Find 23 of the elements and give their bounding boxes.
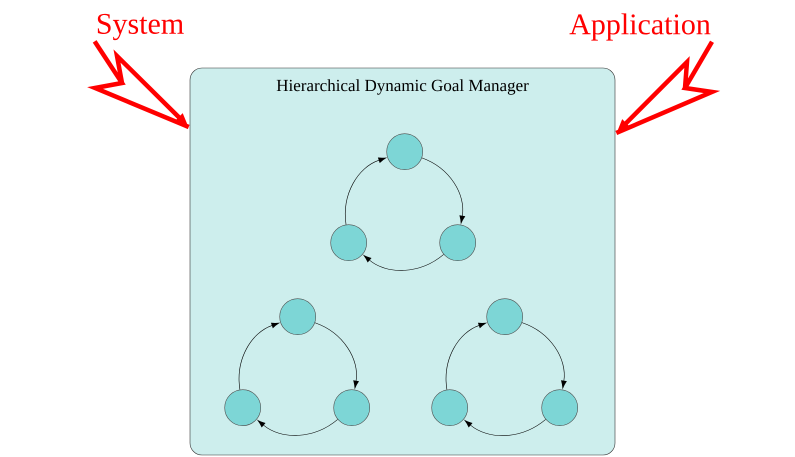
arrow [314, 322, 359, 389]
state-circle [486, 298, 523, 335]
arrow [464, 419, 546, 436]
arrow [422, 158, 466, 224]
state-circle [439, 224, 476, 261]
state-circle [224, 389, 261, 426]
arrow [345, 158, 386, 225]
arrow [522, 322, 567, 389]
arrow [238, 322, 280, 390]
source-label: Application [569, 13, 710, 41]
arrow [363, 254, 444, 271]
state-circle [279, 298, 316, 335]
state-circle [386, 133, 423, 170]
arrow [446, 322, 486, 390]
arrow [257, 419, 338, 436]
source-label: System [98, 14, 184, 40]
state-circle [333, 389, 370, 426]
state-circle [541, 389, 578, 426]
state-circle [330, 224, 367, 261]
hollow-arrow [87, 39, 191, 130]
hollow-arrow [614, 40, 720, 136]
goal-manager-box: Hierarchical Dynamic Goal Manager [190, 68, 616, 456]
state-circle [431, 389, 468, 426]
